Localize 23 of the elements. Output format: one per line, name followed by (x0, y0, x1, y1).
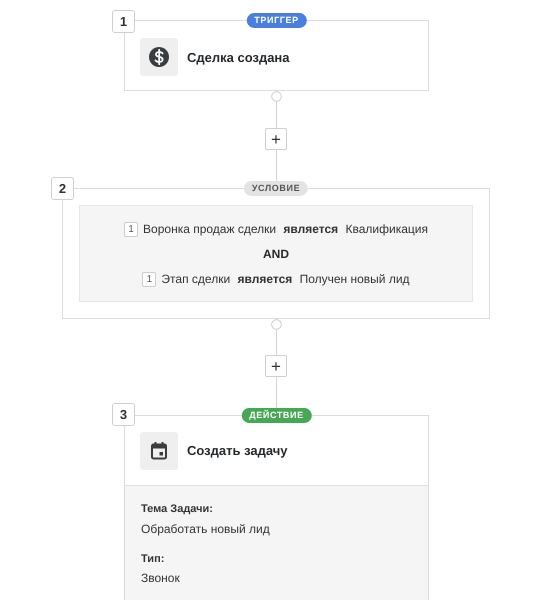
add-step-button: + (265, 128, 287, 150)
condition-text: Этап сделки является Получен новый лид (161, 271, 410, 287)
connector-line (271, 318, 282, 356)
condition-number: 1 (142, 272, 156, 286)
connector-line (271, 90, 282, 128)
logic-operator: AND (263, 246, 289, 263)
step-number: 1 (112, 10, 135, 33)
field-label: Тип: (141, 552, 164, 567)
step-number: 3 (112, 403, 135, 426)
condition-text: Воронка продаж сделки является Квалификация (143, 221, 428, 237)
step-type-tag: ДЕЙСТВИЕ (241, 408, 312, 423)
field-value: Звонок (141, 571, 180, 586)
field-value: Обработать новый лид (141, 522, 270, 537)
condition-panel (79, 205, 473, 302)
field-label: Тема Задачи: (141, 502, 213, 517)
add-step-button: + (265, 355, 287, 377)
step-number: 2 (51, 177, 74, 200)
step-title: Создать задачу (187, 443, 288, 459)
condition-number: 1 (124, 222, 138, 236)
step-title: Сделка создана (187, 50, 290, 66)
step-type-tag: УСЛОВИЕ (244, 181, 308, 196)
task-details-panel (125, 485, 428, 600)
step-type-tag: ТРИГГЕР (246, 13, 307, 28)
